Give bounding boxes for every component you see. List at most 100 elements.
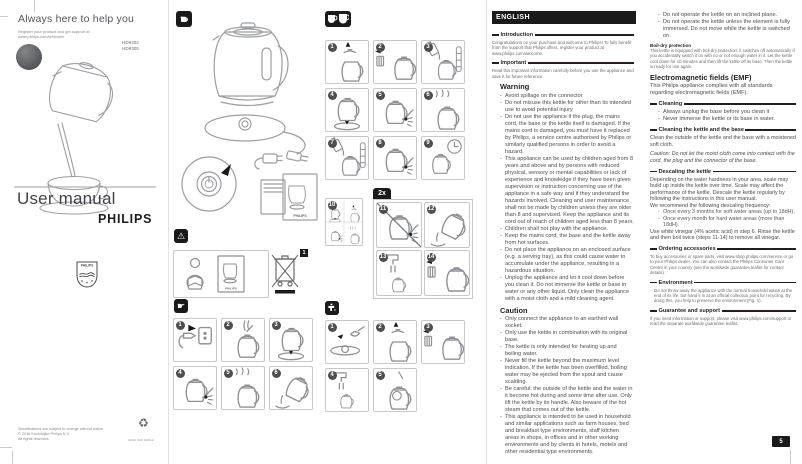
instruction-step-cell: 11 [376,202,422,248]
section-body: Read this important information carefull… [492,68,634,79]
warning-item: Do not use the appliance if the plug, th… [500,114,634,156]
step-number-badge: 10 [327,200,337,210]
instruction-step-cell: 4 [325,88,369,132]
footer-line: Specifications are subject to change wit… [18,427,104,431]
figure-number-badge: 1 [300,249,308,257]
instruction-step-cell: 3 [421,40,465,84]
model-number: HD9305 [122,45,139,51]
warning-item: Avoid spillage on the connector [500,93,634,100]
footer-line: © 2016 Koninklijke Philips N.V. [18,432,70,436]
instruction-step-cell: 5 [373,368,417,412]
instruction-step-cell: 7 [325,136,369,180]
boil-dry-heading: Boil-dry protection [650,42,692,48]
english-column-2: Do not operate the kettle on an inclined… [650,12,796,327]
section-heading: Cleaning the kettle and the base [650,127,796,133]
step-number-badge: 1 [327,42,337,52]
caution-item: This appliance is intended to be used in… [500,414,634,456]
section-body: Congratulations on your purchase and wel… [492,40,632,56]
warning-heading: Warning [500,82,530,92]
svg-text:PHILIPS: PHILIPS [225,287,237,291]
emf-body: This Philips appliance complies with all… [650,83,773,97]
step-number-badge: 4 [175,368,185,378]
read-manual-figure: PHILIPS [173,250,269,298]
step-number-badge: 4 [327,370,337,380]
frequency-item: Once every month for hard water areas (m… [658,216,796,229]
pointing-hand-icon: ☛ [174,299,188,313]
step-number-badge: 9 [423,138,433,148]
warning-item: Children shall not play with the applian… [500,226,634,233]
kettle-pouring-illustration [14,62,156,215]
environment-body: - Do not throw away the appliance with t… [650,287,793,304]
warning-item: Do not misuse this kettle for other than… [500,100,634,114]
step-number-badge: 4 [327,90,337,100]
page-number-badge: 5 [772,436,790,447]
warning-item: Unplug the appliance and let it cool dow… [500,275,634,303]
crop-mark [790,450,791,464]
instruction-step-cell: 8 [373,136,417,180]
booklet-brand-text: PHILIPS [293,214,307,218]
instruction-step-cell: 1 [173,318,217,362]
step-illustration [326,200,362,245]
caution-item: Never fill the kettle beyond the maximum… [500,358,634,386]
recycle-icon: ♻ [138,416,149,430]
promo-badge [16,44,42,70]
step-number-badge: 1 [327,322,337,332]
section-heading: Introduction [492,32,634,38]
repeat-2x-label: 2x [373,188,391,199]
caution-item: Do not operate the kettle unless the ele… [658,19,796,40]
section-body: Clean the outside of the kettle and the … [650,135,796,148]
crop-mark [0,16,8,17]
step-number-badge: 3 [271,320,281,330]
ordering-body: To buy accessories or spare parts, visit… [650,253,794,276]
step-number-badge: 1 [175,320,185,330]
faucet-icon [325,301,339,315]
philips-shield-logo: PHILIPS [76,261,98,288]
step-number-badge: 3 [423,322,433,332]
instruction-step-cell: 5 [221,366,265,410]
instruction-step-cell: 4 [173,366,217,410]
cleaning-list: Always unplug the base before you clean … [650,109,796,123]
cover-title: User manual [17,189,116,208]
step-number-badge: 5 [375,90,385,100]
fold-line [486,0,487,464]
kettle-use-icon [176,11,192,27]
warning-item: Do not place the appliance on an enclose… [500,247,634,275]
cleaning-item: Never immerse the kettle or its base in … [658,116,796,123]
instruction-step-cell: 12 [424,202,470,248]
instructions-page-right: 1 2 3 4 5 [0,0,802,412]
instruction-step-cell: 2 [373,40,417,84]
cleaning-item: Always unplug the base before you clean … [658,109,796,116]
step-number-badge: 6 [423,90,433,100]
document-code: 4240 002 00012 [128,438,154,442]
section-heading: Cleaning [650,101,796,107]
english-column-1: Introduction Congratulations on your pur… [492,28,634,456]
caution-list: Only connect the appliance to an earthed… [492,316,634,456]
footer-line: All rights reserved. [18,437,50,441]
register-line: Register your product and get support at [18,29,90,34]
warning-item: Keep the mains cord, the base and the ke… [500,233,634,247]
guarantee-body: If you need information or support, plea… [650,315,792,327]
warning-icon: ⚠ [174,229,188,243]
caution-item: Be careful: the outside of the kettle an… [500,386,634,414]
instruction-step-cell: 13 [376,250,422,296]
weee-bin-icon [271,254,299,294]
instruction-step-cell: 5 [373,88,417,132]
step-number-badge: 14 [426,252,436,262]
caution-item: The kettle is only intended for heating … [500,344,634,358]
step-10-composite-cell: 10 [325,198,363,246]
emf-heading: Electromagnetic fields (EMF) [650,72,752,82]
model-numbers: HD9302 HD9305 [122,40,139,52]
descaling-footer: Use white vinegar (4% acetic acid) in st… [650,228,795,242]
shield-brand-text: PHILIPS [81,263,93,267]
instruction-step-cell: 6 [269,366,313,410]
language-header: ENGLISH [492,11,636,24]
instruction-step-cell: 4 [325,368,369,412]
step-number-badge: 8 [375,138,385,148]
instruction-step-cell: 14 [424,250,470,296]
caution-list-continued: Do not operate the kettle on an inclined… [650,12,796,40]
register-url: www.philips.com/welcome [18,34,65,39]
cups-icon [325,11,351,27]
caution-item: Only use the kettle in combination with … [500,330,634,344]
step-number-badge: 2 [223,320,233,330]
